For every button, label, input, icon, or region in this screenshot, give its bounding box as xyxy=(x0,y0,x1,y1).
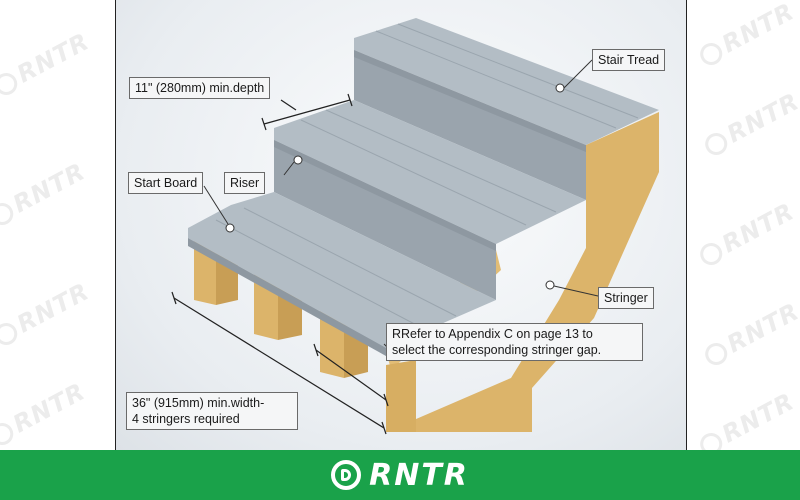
top-tread xyxy=(354,18,659,145)
start-board-dot xyxy=(225,223,235,233)
watermark-left-3: RNTR xyxy=(0,277,94,350)
top-riser xyxy=(354,50,586,200)
start-board-groove-2 xyxy=(243,207,457,317)
riser-dot xyxy=(293,155,303,165)
watermark-left-4: RNTR xyxy=(0,377,90,450)
label-stair-tread: Stair Tread xyxy=(592,49,666,71)
watermark-left-1: RNTR xyxy=(0,27,94,100)
width-dimension xyxy=(171,291,389,435)
label-appendix-note: RRefer to Appendix C on page 13 to selec… xyxy=(386,323,643,361)
watermark-left-2: RNTR xyxy=(0,157,90,230)
stair-tread-dot xyxy=(555,83,565,93)
label-min-depth: 11" (280mm) min.depth xyxy=(129,77,271,99)
watermark-right-1: RNTR xyxy=(694,0,799,71)
middle-tread xyxy=(274,100,586,244)
middle-tread-groove-1 xyxy=(300,119,527,226)
depth-dimension xyxy=(261,93,353,131)
stringer-panel xyxy=(386,112,659,432)
appendix-note-line-2: select the corresponding stringer gap. xyxy=(392,343,602,357)
brand-name: RNTR xyxy=(369,457,469,493)
top-tread-groove-1 xyxy=(375,30,617,129)
watermark-right-4: RNTR xyxy=(699,297,800,370)
stringer-bottom-block xyxy=(386,360,416,432)
middle-tread-groove-2 xyxy=(325,109,557,213)
start-board-nose xyxy=(188,238,386,356)
middle-tread-nose xyxy=(274,140,496,251)
top-tread-groove-2 xyxy=(397,23,639,119)
stringer-dot xyxy=(545,280,555,290)
middle-riser xyxy=(274,140,496,300)
start-board xyxy=(188,192,496,348)
brand-logo-icon xyxy=(331,460,362,490)
label-stringer: Stringer xyxy=(598,287,654,309)
brand-footer: RNTR xyxy=(0,450,800,500)
diagram-panel: 11" (280mm) min.depth Stair Tread Start … xyxy=(115,0,687,450)
min-width-line-2: 4 stringers required xyxy=(132,412,240,426)
watermark-right-2: RNTR xyxy=(699,87,800,160)
start-board-groove-1 xyxy=(215,219,427,331)
label-start-board: Start Board xyxy=(128,172,204,194)
watermark-right-3: RNTR xyxy=(694,197,799,270)
min-width-line-1: 36" (915mm) min.width- xyxy=(132,396,265,410)
label-min-width: 36" (915mm) min.width- 4 stringers requi… xyxy=(126,392,298,430)
label-riser: Riser xyxy=(224,172,266,194)
top-tread-nose xyxy=(354,50,586,152)
appendix-note-line-1: RRefer to Appendix C on page 13 to xyxy=(392,327,593,341)
